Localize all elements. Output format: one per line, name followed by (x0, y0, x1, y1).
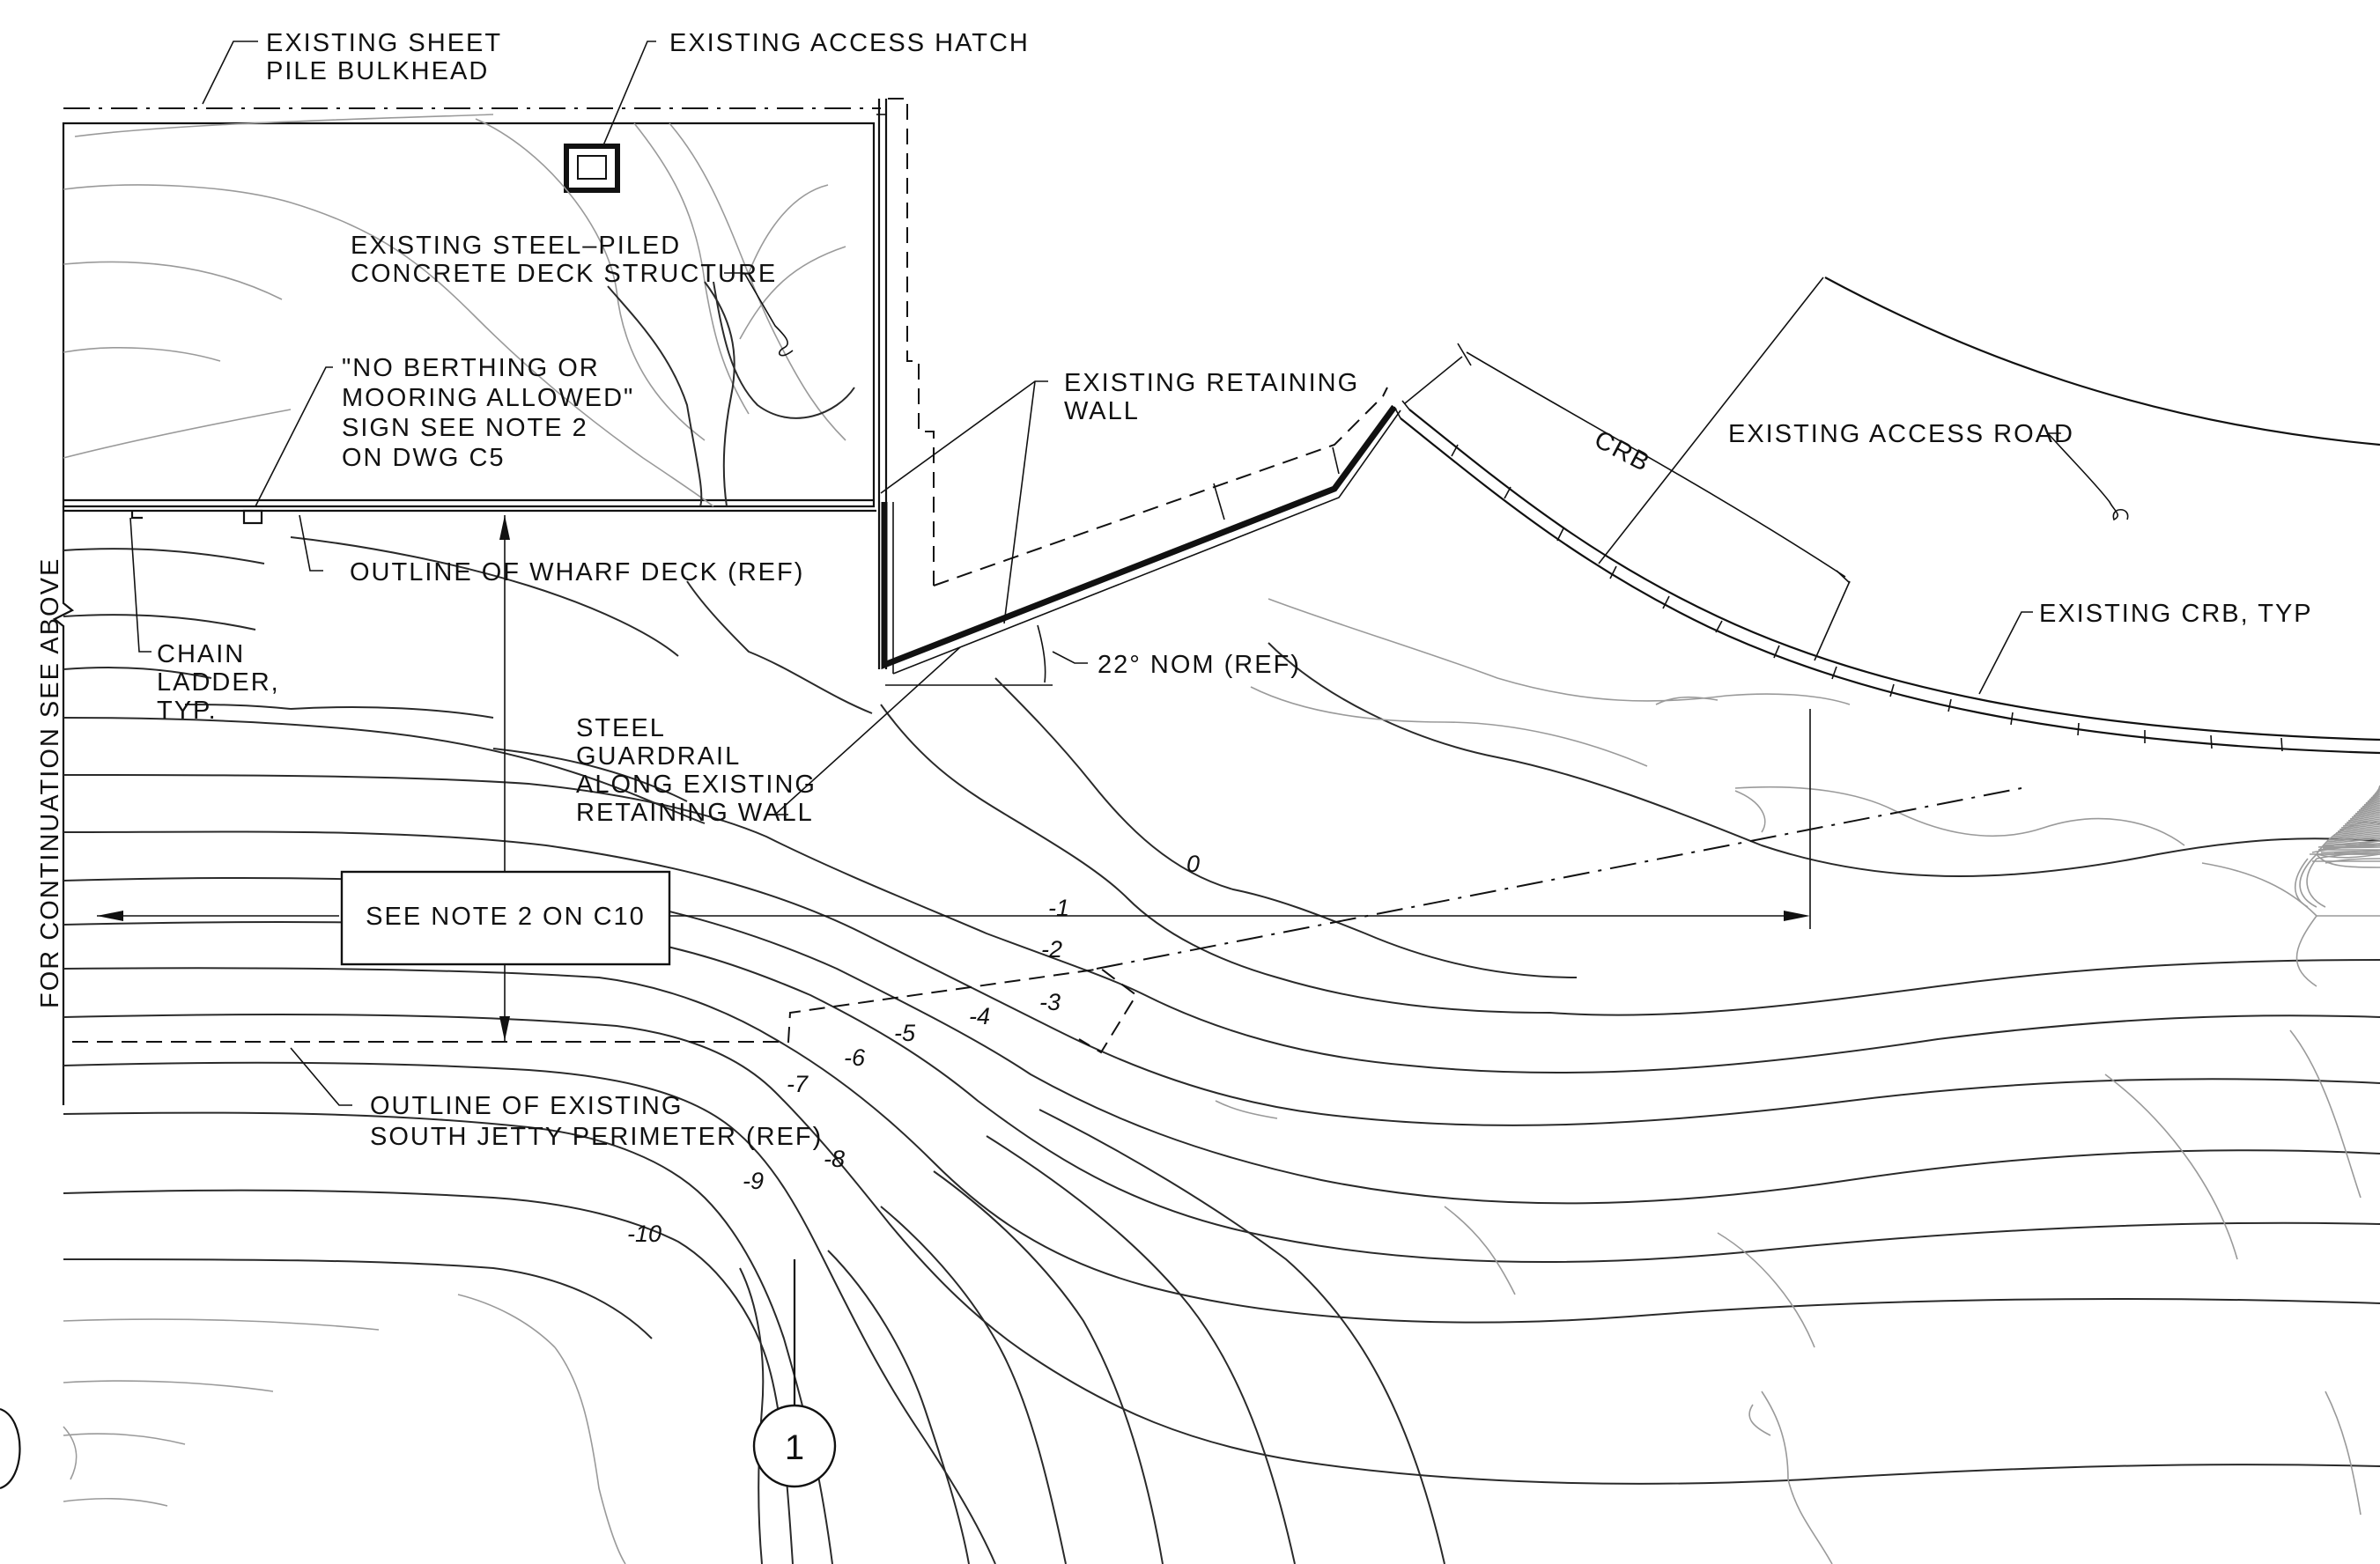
stepped-outline-dashed (888, 98, 935, 586)
label-jetty-1: OUTLINE OF EXISTING (370, 1092, 683, 1120)
contour-label-minus-4: -4 (969, 1003, 990, 1029)
contour-label-minus-3: -3 (1039, 989, 1061, 1015)
label-deck-structure-1: EXISTING STEEL–PILED (351, 232, 681, 260)
retaining-wall-heavy-line (881, 404, 1397, 670)
label-see-note: SEE NOTE 2 ON C10 (366, 903, 646, 931)
label-no-berthing-3: SIGN SEE NOTE 2 (342, 414, 588, 442)
label-access-road: EXISTING ACCESS ROAD (1728, 420, 2074, 448)
partial-section-marker (0, 1407, 21, 1490)
section-marker: 1 (0, 1404, 837, 1490)
leader-lines (129, 41, 2129, 1106)
break-line-west (52, 506, 75, 1105)
bathymetric-contours (63, 536, 2380, 1564)
contour-label-minus-7: -7 (787, 1071, 809, 1097)
jetty-centerline (1096, 787, 2022, 970)
label-sheet-pile-1: EXISTING SHEET (266, 29, 502, 57)
contour-label-minus-6: -6 (844, 1044, 866, 1071)
contour-label-minus-9: -9 (743, 1168, 764, 1194)
sign-marker (242, 509, 263, 525)
access-hatch (564, 144, 620, 193)
label-sheet-pile-2: PILE BULKHEAD (266, 57, 489, 85)
label-continuation: FOR CONTINUATION SEE ABOVE (36, 557, 64, 1008)
label-chain-ladder-2: LADDER, (157, 668, 280, 697)
label-chain-ladder-1: CHAIN (157, 640, 245, 668)
crb-extension-line (1598, 277, 1824, 564)
see-note-box: SEE NOTE 2 ON C10 (340, 870, 671, 966)
contour-labels: 0 -1 -2 -3 -4 -5 -6 -7 -8 -9 -10 (627, 851, 1200, 1247)
label-guardrail-3: ALONG EXISTING (576, 771, 817, 799)
contour-label-minus-5: -5 (894, 1020, 916, 1046)
section-marker-circle (752, 1404, 837, 1488)
angle-arc (1037, 624, 1046, 683)
access-road-edge (1824, 277, 2380, 446)
label-jetty-2: SOUTH JETTY PERIMETER (REF) (370, 1123, 823, 1151)
crb-inner-arc (1400, 417, 2380, 755)
contour-label-minus-10: -10 (627, 1221, 662, 1247)
south-jetty-outline (72, 787, 2022, 1054)
label-guardrail-2: GUARDRAIL (576, 742, 741, 771)
crb-ticks (1451, 444, 2283, 752)
label-no-berthing-4: ON DWG C5 (342, 444, 506, 472)
label-guardrail-1: STEEL (576, 714, 666, 742)
contour-label-minus-1: -1 (1048, 895, 1069, 921)
crb-outer-arc (1408, 409, 2380, 741)
chain-ladder-marker (130, 511, 143, 520)
crb-and-road (1393, 277, 2380, 755)
annotation-labels: EXISTING SHEET PILE BULKHEAD EXISTING AC… (36, 29, 2313, 1151)
see-note-frame (340, 870, 671, 966)
deck-surface-contours (63, 114, 846, 507)
label-access-hatch: EXISTING ACCESS HATCH (669, 29, 1030, 57)
jetty-perimeter-line (72, 967, 1138, 1054)
label-existing-crb: EXISTING CRB, TYP (2039, 600, 2313, 628)
label-wharf-deck: OUTLINE OF WHARF DECK (REF) (350, 558, 804, 586)
retaining-wall (881, 387, 1401, 686)
label-deck-structure-2: CONCRETE DECK STRUCTURE (351, 260, 777, 288)
retaining-wall-dashed-outline (933, 387, 1388, 586)
label-chain-ladder-3: TYP. (157, 697, 218, 725)
label-no-berthing-2: MOORING ALLOWED" (342, 384, 634, 412)
deck-outline (62, 122, 876, 508)
dimension-lines (97, 515, 1811, 1405)
label-retaining-wall-1: EXISTING RETAINING (1064, 369, 1359, 397)
label-crb: CRB (1590, 425, 1655, 478)
contour-label-minus-8: -8 (824, 1146, 845, 1172)
label-retaining-wall-2: WALL (1064, 397, 1140, 425)
label-no-berthing-1: "NO BERTHING OR (342, 354, 600, 382)
label-guardrail-4: RETAINING WALL (576, 799, 814, 827)
wharf-deck-structure (52, 98, 935, 1105)
section-marker-number: 1 (785, 1428, 804, 1467)
grey-contours (63, 598, 2380, 1564)
contour-label-minus-2: -2 (1041, 936, 1062, 963)
deck-dark-contours (607, 281, 855, 507)
label-angle: 22° NOM (REF) (1098, 651, 1301, 679)
contour-label-0: 0 (1186, 851, 1200, 877)
crb-dimension-line (1466, 351, 1846, 578)
